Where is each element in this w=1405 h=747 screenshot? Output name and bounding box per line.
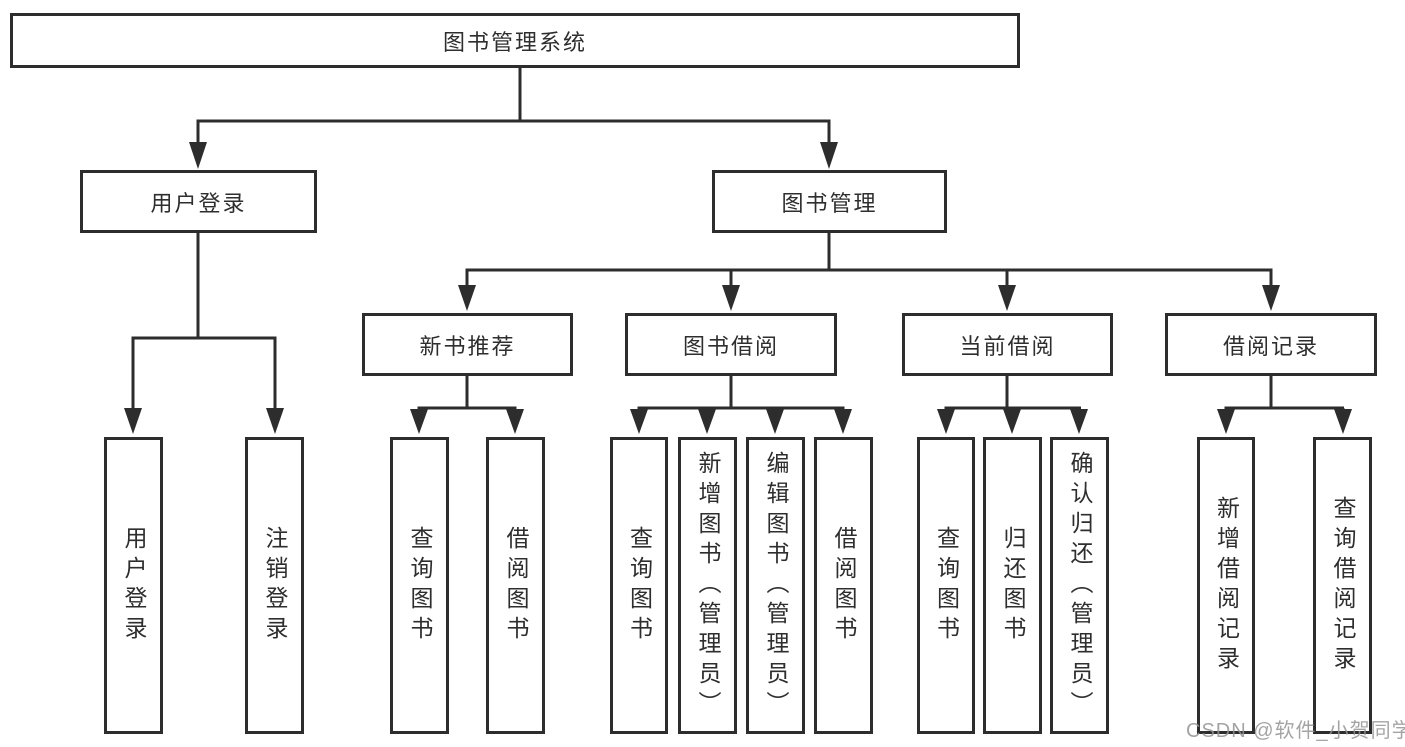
node-recommend-borrow-book: 借阅图书 xyxy=(486,437,545,734)
arrow-down-icon xyxy=(722,285,740,311)
node-borrowing-query-book: 查询图书 xyxy=(610,437,668,734)
arrow-down-icon xyxy=(458,285,476,311)
connector-borrowing-records-to-leaves xyxy=(1224,375,1345,414)
connector-root-to-level2 xyxy=(196,67,831,145)
node-new-book-recommend: 新书推荐 xyxy=(362,313,573,376)
arrow-down-icon xyxy=(937,409,955,434)
arrow-down-icon xyxy=(506,409,524,434)
arrow-down-icon xyxy=(1003,409,1021,434)
node-leaf-user-login: 用户登录 xyxy=(104,437,163,734)
arrow-down-icon xyxy=(189,142,207,169)
connector-book-management-to-level3 xyxy=(465,232,1273,288)
arrow-down-icon xyxy=(1217,409,1235,434)
arrow-down-icon xyxy=(820,142,838,169)
node-current-confirm-return-admin: 确认归还（管理员） xyxy=(1050,437,1109,734)
node-borrowing-records: 借阅记录 xyxy=(1165,313,1377,376)
node-recommend-query-book: 查询图书 xyxy=(390,437,449,734)
node-root-system: 图书管理系统 xyxy=(10,13,1020,68)
node-book-borrowing: 图书借阅 xyxy=(625,313,837,376)
arrow-down-icon xyxy=(630,409,648,434)
arrow-down-icon xyxy=(834,409,852,434)
arrow-down-icon xyxy=(266,408,284,434)
node-leaf-logout: 注销登录 xyxy=(245,437,304,734)
connector-new-book-recommend-to-leaves xyxy=(417,375,517,414)
connector-book-borrowing-to-leaves xyxy=(637,375,845,414)
connector-user-login-to-leaves xyxy=(131,232,277,410)
node-current-return-book: 归还图书 xyxy=(983,437,1042,734)
arrow-down-icon xyxy=(1070,409,1088,434)
node-borrowing-borrow-book: 借阅图书 xyxy=(814,437,873,734)
arrow-down-icon xyxy=(766,409,784,434)
node-current-query-book: 查询图书 xyxy=(917,437,975,734)
arrow-down-icon xyxy=(1262,285,1280,311)
node-records-add-record: 新增借阅记录 xyxy=(1197,437,1255,734)
node-borrowing-edit-book-admin: 编辑图书（管理员） xyxy=(746,437,805,734)
node-user-login: 用户登录 xyxy=(80,170,317,233)
arrow-down-icon xyxy=(410,409,428,434)
csdn-watermark: CSDN @软件_小贺同学 xyxy=(1186,720,1405,742)
connector-current-borrowing-to-leaves xyxy=(944,375,1081,414)
arrow-down-icon xyxy=(124,408,142,434)
node-borrowing-add-book-admin: 新增图书（管理员） xyxy=(678,437,737,734)
arrow-down-icon xyxy=(1334,409,1352,434)
arrow-down-icon xyxy=(998,285,1016,311)
arrow-down-icon xyxy=(698,409,716,434)
node-records-query-record: 查询借阅记录 xyxy=(1313,437,1372,734)
node-current-borrowing: 当前借阅 xyxy=(902,313,1113,376)
node-book-management: 图书管理 xyxy=(712,170,947,233)
